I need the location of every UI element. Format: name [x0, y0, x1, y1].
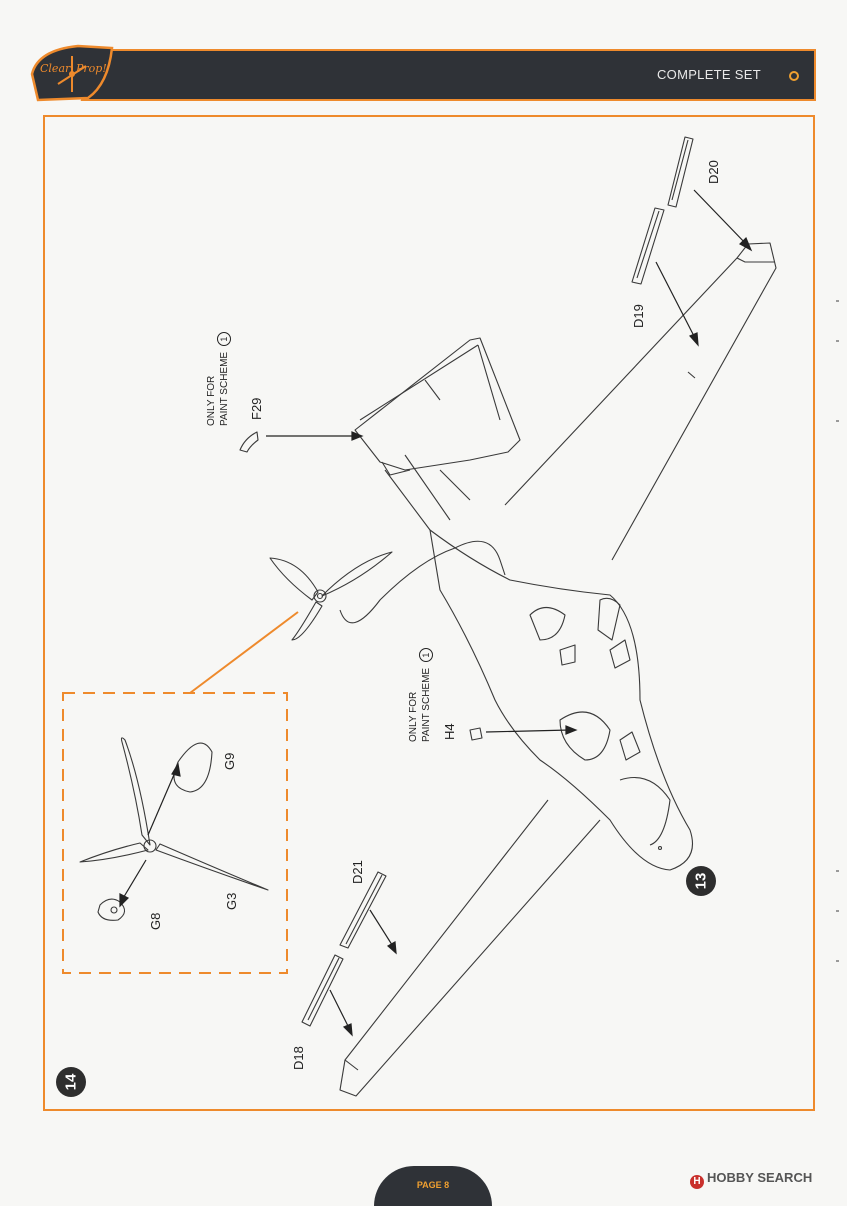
propeller-assembled [269, 551, 393, 641]
instruction-frame [43, 115, 815, 1111]
label-h4: H4 [442, 723, 457, 740]
binding-mark [836, 910, 839, 912]
part-d19 [631, 207, 665, 285]
detail-box [62, 692, 288, 974]
note-h4: ONLY FOR PAINT SCHEME 1 [408, 648, 433, 742]
label-f29: F29 [249, 397, 264, 420]
scheme-badge-f29: 1 [217, 332, 231, 347]
part-d20 [667, 136, 694, 208]
propeller-exploded [79, 737, 269, 921]
watermark-icon: H [690, 1175, 704, 1189]
label-d21: D21 [350, 860, 365, 884]
svg-text:Prop!: Prop! [75, 62, 107, 75]
binding-mark [836, 420, 839, 422]
part-d18 [301, 954, 344, 1027]
tail-boom [384, 454, 471, 531]
part-f29 [239, 431, 259, 453]
step-14-badge: 14 [56, 1067, 86, 1097]
title-dot-icon [789, 71, 799, 81]
section-title: COMPLETE SET [656, 67, 761, 82]
label-d18: D18 [291, 1046, 306, 1070]
binding-mark [836, 960, 839, 962]
label-d20: D20 [706, 160, 721, 184]
binding-mark [836, 300, 839, 302]
left-wing [339, 799, 601, 1097]
label-g8: G8 [148, 912, 163, 930]
horizontal-tail [354, 337, 521, 471]
binding-mark [836, 870, 839, 872]
scheme-badge-h4: 1 [419, 648, 433, 663]
fuselage [429, 529, 694, 871]
label-g3: G3 [224, 892, 239, 910]
clear-prop-logo: Clear Prop! [28, 44, 120, 102]
part-d21 [339, 871, 387, 949]
page-number: PAGE 8 [416, 1180, 450, 1190]
binding-mark [836, 340, 839, 342]
part-h4 [469, 727, 483, 741]
label-g9: G9 [222, 752, 237, 770]
svg-text:Clear: Clear [40, 62, 71, 75]
right-wing [504, 242, 777, 561]
label-d19: D19 [631, 304, 646, 328]
note-f29: ONLY FOR PAINT SCHEME 1 [206, 332, 231, 426]
page-tab: PAGE 8 [374, 1166, 492, 1206]
step-13-badge: 13 [686, 866, 716, 896]
